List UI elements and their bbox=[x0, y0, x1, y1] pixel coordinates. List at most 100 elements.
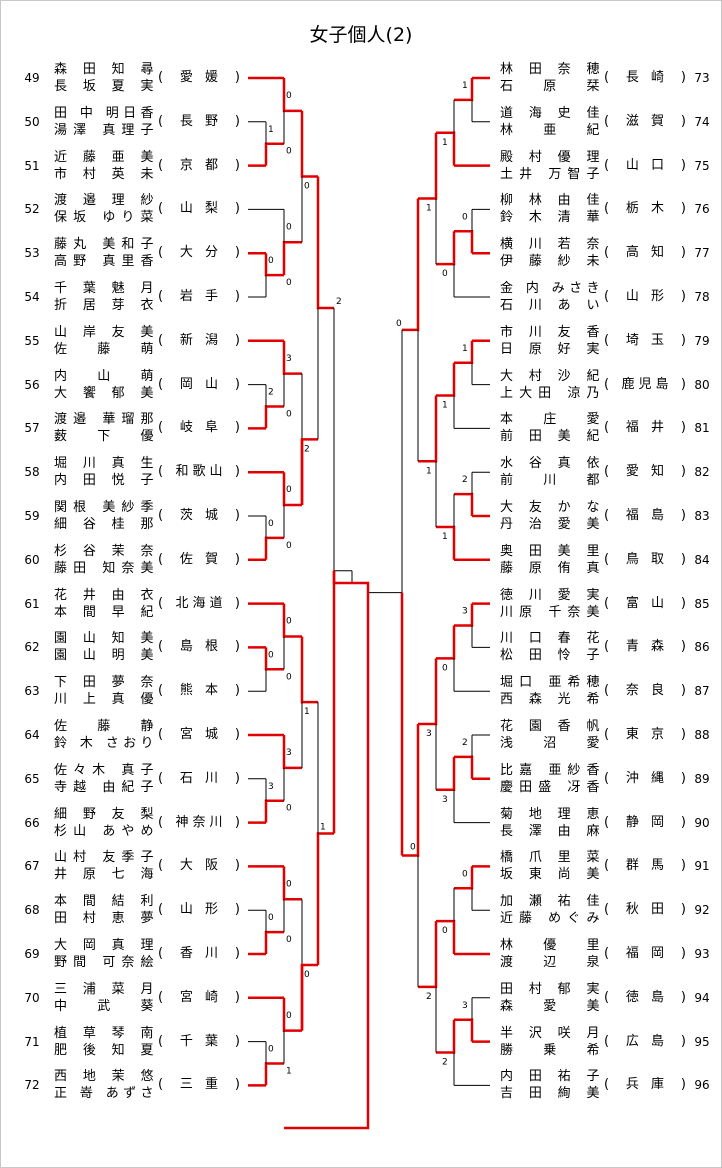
player-name: 花 園 香 帆 bbox=[500, 719, 600, 734]
match-score: 0 bbox=[286, 147, 292, 157]
prefecture: (宮 城) bbox=[158, 727, 240, 743]
match-score: 1 bbox=[442, 532, 448, 542]
prefecture-name: 新 潟 bbox=[179, 332, 223, 348]
prefecture-name: 山 梨 bbox=[179, 201, 223, 217]
match-score: 1 bbox=[320, 823, 326, 833]
winner-line bbox=[264, 142, 284, 166]
player-pair: 花 井 由 衣本 間 早 紀 bbox=[54, 587, 154, 621]
player-pair: 山村 友季子井 原 七 海 bbox=[54, 849, 154, 883]
match-score: 1 bbox=[442, 401, 448, 411]
paren-open: ( bbox=[604, 508, 610, 523]
paren-open: ( bbox=[158, 245, 164, 261]
winner-line bbox=[418, 395, 438, 463]
paren-close: ) bbox=[234, 902, 240, 918]
player-pair: 内 田 祐 子吉 田 絢 美 bbox=[500, 1068, 600, 1102]
player-name: 川 上 真 優 bbox=[54, 692, 154, 708]
winner-line bbox=[316, 832, 334, 965]
paren-open: ( bbox=[158, 332, 164, 348]
player-name: 中 武 葵 bbox=[54, 998, 154, 1014]
entry-number: 70 bbox=[24, 990, 40, 1005]
player-name: 内 田 祐 子 bbox=[500, 1069, 600, 1085]
player-pair: 杉 谷 茉 奈藤田 知奈美 bbox=[54, 543, 154, 577]
match-score: 3 bbox=[462, 1001, 468, 1011]
paren-open: ( bbox=[158, 464, 164, 480]
match-score: 0 bbox=[442, 926, 448, 936]
paren-open: ( bbox=[604, 551, 610, 567]
entry-number: 58 bbox=[24, 465, 40, 480]
entry-number: 93 bbox=[694, 947, 710, 961]
paren-close: ) bbox=[680, 770, 686, 786]
match-score: 1 bbox=[462, 344, 468, 354]
player-name: 林 亜 紀 bbox=[500, 122, 600, 138]
paren-close: ) bbox=[680, 113, 686, 129]
paren-open: ( bbox=[158, 157, 164, 173]
paren-close: ) bbox=[234, 727, 240, 742]
player-name: 前 田 美 紀 bbox=[500, 429, 600, 445]
prefecture-name: 鹿児島 bbox=[621, 376, 673, 392]
player-name: 田 村 恵 夢 bbox=[54, 911, 154, 927]
entry-number: 67 bbox=[24, 859, 40, 874]
prefecture: (岩 手) bbox=[158, 289, 240, 305]
entry-number: 71 bbox=[24, 1034, 40, 1049]
player-name: 土井 万智子 bbox=[500, 166, 600, 182]
player-pair: 本 庄 愛前 田 美 紀 bbox=[500, 411, 600, 445]
player-pair: 菊 地 理 恵長 澤 由 麻 bbox=[500, 806, 600, 840]
winner-line bbox=[436, 362, 456, 397]
match-score: 3 bbox=[286, 354, 292, 364]
player-pair: 堀口 亜希穂西 森 光 希 bbox=[500, 674, 600, 708]
paren-close: ) bbox=[234, 113, 240, 129]
player-name: 堀 川 真 生 bbox=[54, 456, 154, 472]
player-name: 肥 後 知 夏 bbox=[54, 1042, 154, 1058]
prefecture: (徳 島) bbox=[604, 990, 686, 1006]
prefecture-name: 埼 玉 bbox=[625, 332, 669, 348]
player-name: 本 間 結 利 bbox=[54, 894, 154, 910]
prefecture: (千 葉) bbox=[158, 1034, 240, 1050]
entry-number: 63 bbox=[24, 684, 40, 699]
player-name: 勝 乗 希 bbox=[500, 1042, 600, 1058]
entry-number: 90 bbox=[694, 815, 710, 830]
player-name: 折 居 芽 衣 bbox=[54, 298, 154, 313]
paren-open: ( bbox=[158, 1077, 164, 1093]
paren-close: ) bbox=[234, 989, 240, 1005]
paren-close: ) bbox=[234, 420, 240, 436]
player-name: 本 庄 愛 bbox=[500, 412, 600, 428]
player-pair: 三 浦 菜 月中 武 葵 bbox=[54, 981, 154, 1015]
prefecture-name: 千 葉 bbox=[179, 1033, 223, 1049]
prefecture-name: 秋 田 bbox=[625, 902, 669, 918]
prefecture-name: 茨 城 bbox=[179, 508, 223, 523]
paren-close: ) bbox=[680, 595, 686, 611]
player-name: 加 瀬 祐 佳 bbox=[500, 894, 600, 910]
player-name: 浅 沼 愛 bbox=[500, 736, 600, 751]
paren-open: ( bbox=[158, 814, 164, 830]
entry-number: 50 bbox=[24, 114, 40, 129]
prefecture-name: 神奈川 bbox=[175, 814, 227, 830]
match-score: 1 bbox=[462, 81, 468, 91]
player-name: 大 饗 郁 美 bbox=[54, 385, 154, 401]
prefecture: (東 京) bbox=[604, 727, 686, 743]
paren-open: ( bbox=[158, 1033, 164, 1049]
winner-line bbox=[402, 724, 420, 857]
player-name: 薮 下 優 bbox=[54, 429, 154, 445]
player-name: 佐々木 真子 bbox=[54, 762, 154, 778]
player-pair: 比嘉 亜紗香慶田盛 冴香 bbox=[500, 762, 600, 796]
winner-line bbox=[418, 921, 438, 989]
winner-line bbox=[436, 231, 456, 266]
prefecture-name: 京 都 bbox=[179, 157, 223, 173]
champion-line bbox=[284, 570, 370, 1130]
match-score: 0 bbox=[442, 269, 448, 279]
entry-number: 66 bbox=[24, 815, 40, 830]
paren-open: ( bbox=[604, 245, 610, 261]
player-name: 西 地 茉 悠 bbox=[54, 1069, 154, 1085]
paren-open: ( bbox=[158, 858, 164, 874]
player-pair: 柳 林 由 佳鈴 木 清 華 bbox=[500, 192, 600, 226]
paren-open: ( bbox=[604, 464, 610, 480]
prefecture-name: 沖 縄 bbox=[625, 770, 669, 786]
player-name: 水 谷 真 依 bbox=[500, 456, 600, 472]
entry-number: 76 bbox=[694, 202, 710, 217]
winner-line bbox=[264, 799, 284, 823]
paren-close: ) bbox=[680, 902, 686, 918]
prefecture-name: 滋 賀 bbox=[625, 113, 669, 129]
player-name: 林 田 奈 穂 bbox=[500, 62, 600, 77]
player-pair: 渡邉 華瑠那薮 下 優 bbox=[54, 411, 154, 445]
player-name: 川原 千奈美 bbox=[500, 604, 600, 620]
